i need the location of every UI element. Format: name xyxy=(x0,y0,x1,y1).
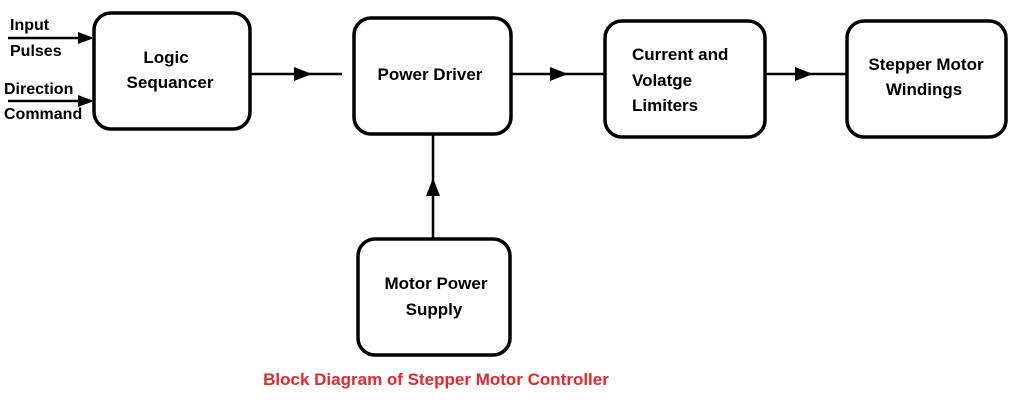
input-pulses-label-line2: Pulses xyxy=(10,43,62,60)
sequencer-to-driver-arrowhead xyxy=(294,67,312,81)
logic-sequencer-block xyxy=(92,11,252,131)
limiters-to-windings-arrowhead xyxy=(795,67,813,81)
limiters-label-line2: Volatge xyxy=(632,71,692,90)
direction-label-line1: Direction xyxy=(4,81,73,98)
logic-sequencer-label-line2: Sequancer xyxy=(127,73,214,92)
limiters-label-line3: Limiters xyxy=(632,96,698,115)
direction-command-arrowhead xyxy=(78,95,94,107)
windings-label-line2: Windings xyxy=(886,80,962,99)
motor-power-supply-block xyxy=(356,237,512,357)
limiters-label-line1: Current and xyxy=(632,45,728,64)
direction-label-line2: Command xyxy=(4,106,82,123)
input-pulses-arrowhead xyxy=(78,32,94,44)
logic-sequencer-label-line1: Logic xyxy=(143,48,188,67)
diagram-caption: Block Diagram of Stepper Motor Controlle… xyxy=(263,370,609,389)
windings-label-line1: Stepper Motor xyxy=(868,55,984,74)
input-pulses-label-line1: Input xyxy=(10,17,50,34)
supply-to-driver-arrowhead xyxy=(426,178,440,196)
stepper-motor-windings-block xyxy=(845,19,1008,139)
driver-to-limiters-arrowhead xyxy=(550,67,568,81)
power-driver-label: Power Driver xyxy=(378,65,483,84)
power-supply-label-line1: Motor Power xyxy=(385,274,488,293)
power-supply-label-line2: Supply xyxy=(406,300,463,319)
current-voltage-limiters-block xyxy=(603,19,767,139)
